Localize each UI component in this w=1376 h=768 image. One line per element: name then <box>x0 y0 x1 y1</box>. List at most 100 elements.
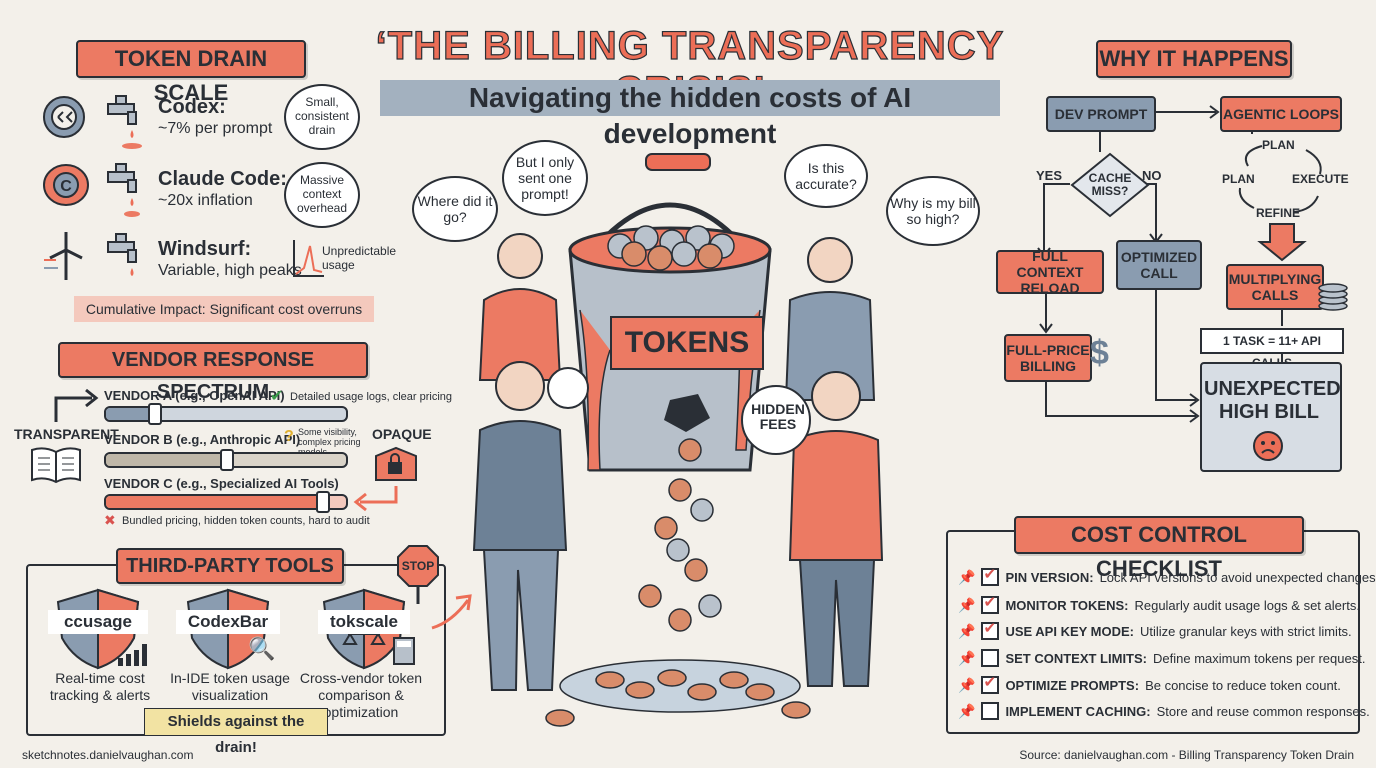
faucet-icon <box>104 162 148 225</box>
spike-chart-icon <box>292 238 326 283</box>
checklist-key: USE API KEY MODE: <box>1005 623 1135 639</box>
svg-text:C: C <box>60 178 72 195</box>
vendor-b-fill <box>106 454 226 466</box>
checklist-text: Regularly audit usage logs & set alerts. <box>1134 597 1360 613</box>
checklist-key: IMPLEMENT CACHING: <box>1005 703 1151 719</box>
codexbar-logo: CodexBar <box>176 610 280 634</box>
checklist-item: 📌 SET CONTEXT LIMITS: Define maximum tok… <box>958 649 1365 667</box>
arrow-right-icon <box>52 388 102 429</box>
tokscale-desc: Cross-vendor token comparison & optimiza… <box>299 670 423 720</box>
cache-miss-diamond <box>1070 152 1150 223</box>
no-label: NO <box>1142 168 1162 183</box>
vendor-c-note: Bundled pricing, hidden token counts, ha… <box>122 515 370 527</box>
token-drain-header: TOKEN DRAIN SCALE <box>76 40 306 105</box>
bar-chart-icon <box>116 640 150 673</box>
codex-icon <box>42 92 102 147</box>
vendor-c-fill <box>106 496 322 508</box>
cache-miss-label: CACHE MISS? <box>1088 171 1132 199</box>
loop-refine: REFINE <box>1256 206 1301 220</box>
optimized-call-box: OPTIMIZED CALL <box>1116 240 1202 290</box>
why-flow-lines <box>990 94 1370 479</box>
shields-tagline: Shields against the drain! <box>144 708 328 756</box>
locked-box-icon <box>372 444 420 489</box>
checklist-item: 📌 PIN VERSION: Lock API versions to avoi… <box>958 565 1376 586</box>
pin-icon: 📌 <box>958 568 976 585</box>
pin-icon: 📌 <box>958 676 976 693</box>
vendor-c-name: VENDOR C (e.g., Specialized AI Tools) <box>104 476 339 491</box>
task-calls-box: 1 TASK = 11+ API CALLS <box>1200 328 1344 370</box>
checkbox[interactable] <box>981 619 1000 640</box>
loop-plan-top: PLAN <box>1262 138 1295 152</box>
loop-execute: EXECUTE <box>1292 172 1349 186</box>
windmill-icon <box>42 230 102 287</box>
checklist-item: 📌 MONITOR TOKENS: Regularly audit usage … <box>958 593 1360 614</box>
checklist-text: Utilize granular keys with strict limits… <box>1140 623 1352 639</box>
stop-sign-icon <box>396 544 440 611</box>
claude-name: Claude Code: <box>158 168 287 190</box>
vendor-b-name: VENDOR B (e.g., Anthropic API) <box>104 432 301 447</box>
checkbox[interactable] <box>981 593 1000 614</box>
bubble-one-prompt: But I only sent one prompt! <box>502 140 588 216</box>
unexpected-bill-label: UNEXPECTED HIGH BILL <box>1204 378 1341 423</box>
codex-note: Small, consistent drain <box>284 84 360 150</box>
claude-note: Massive context overhead <box>284 162 360 228</box>
codex-desc: ~7% per prompt <box>158 120 273 137</box>
checklist-key: SET CONTEXT LIMITS: <box>1005 650 1147 666</box>
vendor-c-knob <box>316 491 330 513</box>
vendor-a-knob <box>148 403 162 425</box>
open-book-icon <box>28 446 84 489</box>
vendor-a-note: Detailed usage logs, clear pricing <box>290 391 453 403</box>
arrow-up-right-icon <box>428 592 476 637</box>
bubble-accurate: Is this accurate? <box>784 144 868 208</box>
checkbox[interactable] <box>981 702 1000 720</box>
checklist-item: 📌 OPTIMIZE PROMPTS: Be concise to reduce… <box>958 673 1341 694</box>
vendor-b-note: Some visibility, complex pricing models <box>298 427 361 457</box>
vendor-a-name: VENDOR A (e.g., OpenAI API) <box>104 388 285 403</box>
cumulative-impact: Cumulative Impact: Significant cost over… <box>74 296 374 322</box>
bubble-bill-high: Why is my bill so high? <box>886 176 980 246</box>
checklist-item: 📌 IMPLEMENT CACHING: Store and reuse com… <box>958 702 1370 720</box>
arrow-left-icon <box>352 484 400 519</box>
checklist-header: COST CONTROL CHECKLIST <box>1014 516 1304 581</box>
ccusage-logo: ccusage <box>48 610 148 634</box>
checklist-key: PIN VERSION: <box>1005 569 1094 585</box>
vendor-b-knob <box>220 449 234 471</box>
full-price-billing-box: FULL-PRICE BILLING <box>1004 334 1092 382</box>
checkbox[interactable] <box>981 673 1000 694</box>
checklist-text: Lock API versions to avoid unexpected ch… <box>1099 569 1376 585</box>
ccusage-desc: Real-time cost tracking & alerts <box>49 670 151 703</box>
tokens-label: TOKENS <box>610 316 764 370</box>
opaque-label: OPAQUE <box>372 426 432 442</box>
transparent-label: TRANSPARENT <box>14 426 119 442</box>
faucet-icon <box>104 232 148 295</box>
stop-label: STOP <box>401 559 435 573</box>
pin-icon: 📌 <box>958 596 976 613</box>
codex-name: Codex: <box>158 96 226 118</box>
checklist-key: OPTIMIZE PROMPTS: <box>1005 677 1140 693</box>
dev-prompt-box: DEV PROMPT <box>1046 96 1156 132</box>
checklist-text: Define maximum tokens per request. <box>1153 650 1366 666</box>
checkbox[interactable] <box>981 649 1000 667</box>
pin-icon: 📌 <box>958 649 976 666</box>
vendor-b-slider <box>104 449 348 471</box>
checklist-item: 📌 USE API KEY MODE: Utilize granular key… <box>958 619 1352 640</box>
checklist-text: Store and reuse common responses. <box>1156 703 1370 719</box>
sad-face-icon <box>1252 430 1284 467</box>
claude-desc: ~20x inflation <box>158 192 253 209</box>
coin-stack-icon <box>1316 276 1350 317</box>
vendor-a-fill <box>106 408 154 420</box>
bubble-where: Where did it go? <box>412 176 498 242</box>
vendor-spectrum-header: VENDOR RESPONSE SPECTRUM <box>58 342 368 403</box>
bucket-illustration <box>440 150 900 755</box>
hidden-fees-label: HIDDEN FEES <box>751 401 805 433</box>
vendor-c-slider <box>104 491 348 513</box>
multiplying-calls-box: MULTIPLYING CALLS <box>1226 264 1324 310</box>
vendor-a-slider <box>104 403 348 425</box>
dollar-icon: $ <box>1090 334 1109 372</box>
footer-left[interactable]: sketchnotes.danielvaughan.com <box>22 748 194 762</box>
check-icon: ✔ <box>270 388 284 405</box>
full-context-box: FULL CONTEXT RELOAD <box>996 248 1104 296</box>
footer-right: Source: danielvaughan.com - Billing Tran… <box>1019 748 1354 762</box>
checkbox[interactable] <box>981 565 1000 586</box>
codexbar-desc: In-IDE token usage visualization <box>170 670 290 703</box>
